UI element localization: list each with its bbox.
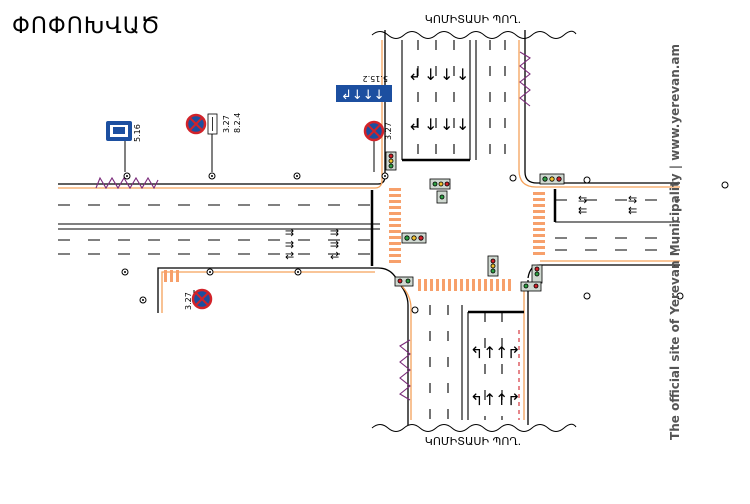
lane-direction-sign: ↲↓↓↓ 5.15.2 — [336, 74, 392, 103]
svg-text:⇉: ⇉ — [330, 238, 339, 251]
svg-text:⇄: ⇄ — [285, 249, 294, 262]
svg-text:↓: ↓ — [440, 65, 453, 84]
north-lane-markings — [401, 40, 506, 162]
svg-text:⇉: ⇉ — [285, 226, 294, 239]
west-lane-markings — [58, 190, 380, 266]
bus-stop-sign-code: 5.16 — [133, 124, 142, 142]
svg-text:⇉: ⇉ — [285, 238, 294, 251]
bus-stop-zigzags — [95, 51, 531, 401]
bus-stop-sign: 5.16 — [106, 121, 142, 172]
traffic-lights — [385, 151, 565, 292]
north-arrows: ↲↓↓↓ ↲↓↓↓ — [408, 65, 469, 134]
road-break-marks — [371, 30, 577, 432]
east-lane-markings — [553, 189, 680, 251]
svg-text:↰: ↰ — [470, 343, 483, 362]
crosswalk-east — [533, 192, 545, 255]
west-arrows: ⇉⇉⇄ ⇉⇉⇄ — [285, 226, 339, 262]
traffic-light-sw — [394, 276, 414, 287]
svg-text:↱: ↱ — [507, 390, 520, 409]
lane-direction-sign-code: 5.15.2 — [363, 74, 388, 83]
crosswalk-south — [418, 279, 511, 291]
svg-text:⇉: ⇉ — [330, 226, 339, 239]
svg-text:⇆: ⇆ — [628, 193, 637, 206]
no-stopping-sign-code-1: 3.27 — [222, 115, 231, 133]
watermark-text: The official site of Yerevan Municipalit… — [668, 44, 682, 440]
traffic-light-center — [429, 178, 451, 204]
svg-text:↓: ↓ — [424, 115, 437, 134]
svg-text:⇇: ⇇ — [578, 204, 587, 217]
crosswalk-west — [389, 188, 401, 263]
traffic-light-sw-center — [401, 232, 427, 244]
east-arrows: ⇆⇇ ⇆⇇ — [578, 193, 637, 217]
street-name-top: ԿՈՄԻՏԱՍԻ ՊՈՂ. — [425, 13, 521, 26]
no-stopping-sign-code-2: 8.2.4 — [233, 113, 242, 133]
road-signs: 5.16 3.27 8.2.4 3.27 3.27 — [106, 74, 393, 310]
street-name-bottom: ԿՈՄԻՏԱՍԻ ՊՈՂ. — [425, 435, 521, 448]
svg-text:↑: ↑ — [495, 343, 508, 362]
svg-text:↲↓↓↓: ↲↓↓↓ — [341, 88, 385, 103]
no-stopping-sign-1: 3.27 8.2.4 — [185, 113, 242, 172]
no-stopping-sign-code-4: 3.27 — [184, 292, 193, 310]
svg-text:↰: ↰ — [470, 390, 483, 409]
south-lane-markings — [429, 305, 524, 420]
svg-text:↑: ↑ — [483, 390, 496, 409]
svg-text:↱: ↱ — [507, 343, 520, 362]
svg-text:↲: ↲ — [408, 65, 421, 84]
svg-text:↓: ↓ — [456, 115, 469, 134]
traffic-light-east — [520, 264, 543, 292]
svg-text:↓: ↓ — [440, 115, 453, 134]
no-stopping-sign-2: 3.27 — [363, 120, 393, 172]
traffic-light-nw — [385, 151, 397, 171]
svg-text:⇇: ⇇ — [628, 204, 637, 217]
traffic-light-se — [487, 255, 499, 277]
svg-text:↑: ↑ — [495, 390, 508, 409]
traffic-light-ne — [539, 173, 565, 185]
svg-text:↲: ↲ — [408, 115, 421, 134]
lane-arrows: ↲↓↓↓ ↲↓↓↓ ↰↑↑↱ ↰↑↑↱ ⇉⇉⇄ ⇉⇉⇄ ⇆⇇ ⇆⇇ — [285, 65, 637, 409]
crosswalks — [164, 188, 545, 291]
page-title: ՓՈՓՈԽՎԱԾ — [12, 14, 161, 39]
svg-text:↓: ↓ — [424, 65, 437, 84]
svg-text:⇆: ⇆ — [578, 193, 587, 206]
lamp-posts — [121, 172, 729, 314]
crosswalk-west-small — [164, 270, 179, 282]
svg-text:↓: ↓ — [456, 65, 469, 84]
no-stopping-sign-code-3: 3.27 — [384, 122, 393, 140]
no-stopping-sign-3: 3.27 — [184, 288, 213, 310]
svg-text:↑: ↑ — [483, 343, 496, 362]
svg-text:⇄: ⇄ — [330, 249, 339, 262]
south-arrows: ↰↑↑↱ ↰↑↑↱ — [470, 343, 520, 409]
